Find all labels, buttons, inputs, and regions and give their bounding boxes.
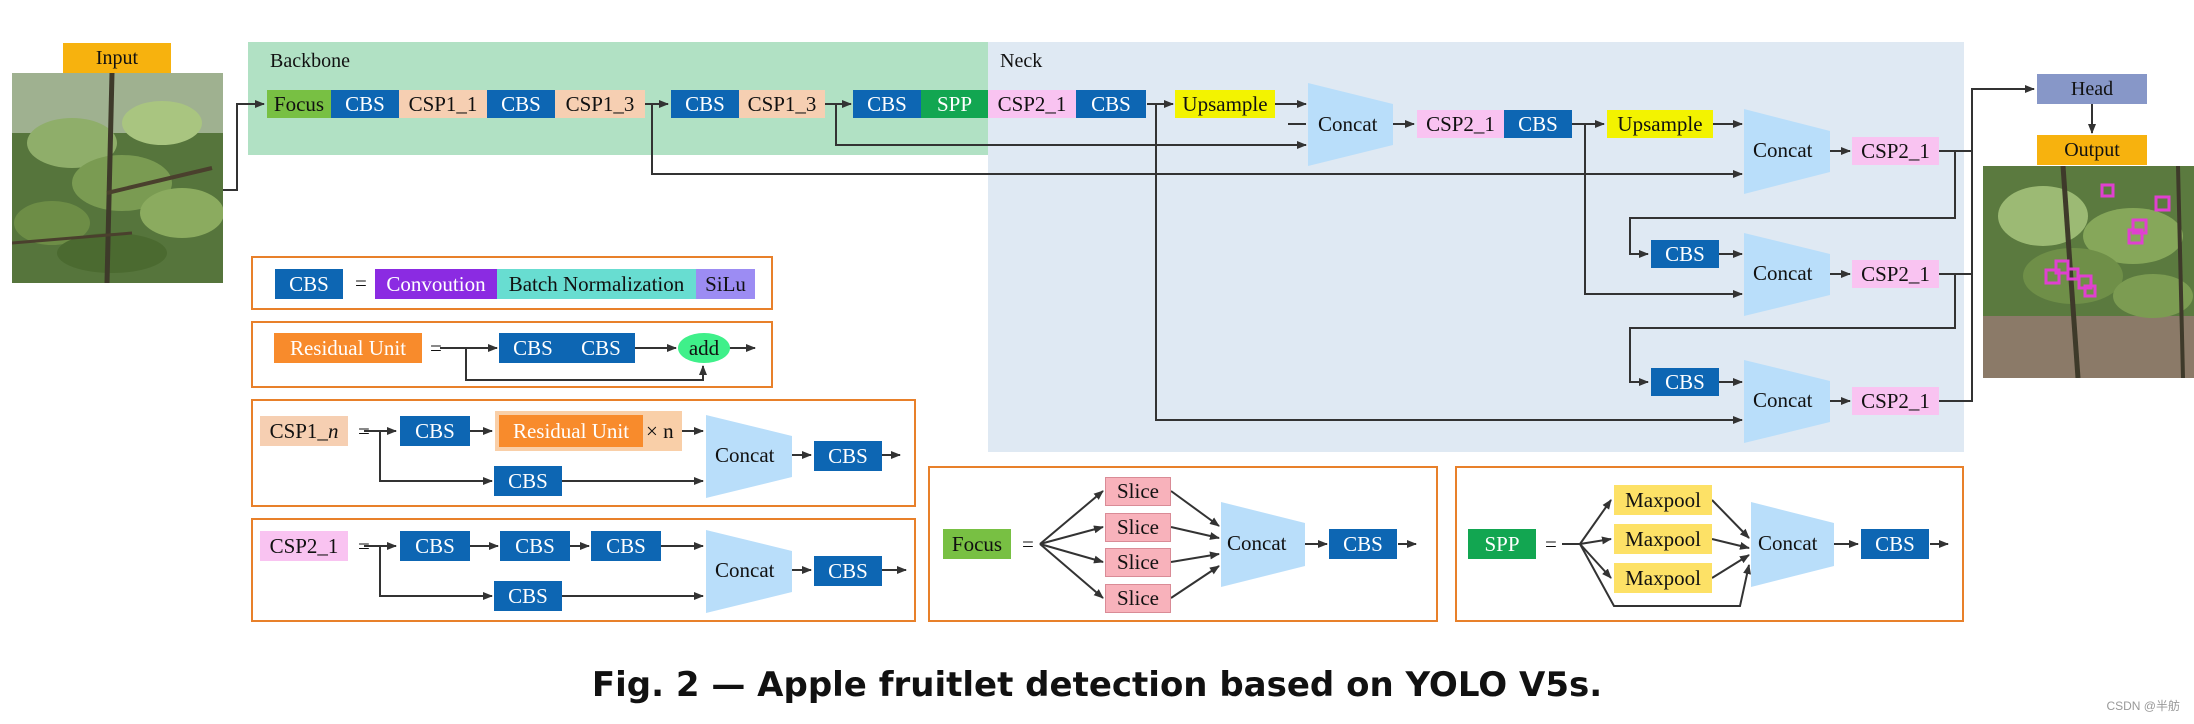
cbs-block: CBS: [671, 90, 739, 118]
maxpool-block: Maxpool: [1614, 485, 1712, 515]
spp-block: SPP: [921, 90, 988, 118]
maxpool-block: Maxpool: [1614, 563, 1712, 593]
residual-unit-block: Residual Unit: [274, 333, 422, 363]
csp2-1-block: CSP2_1: [1852, 137, 1939, 165]
residual-unit-block: Residual Unit: [499, 415, 643, 447]
equals-sign: =: [355, 271, 367, 295]
cbs-block: CBS: [494, 581, 562, 611]
equals-sign: =: [430, 336, 442, 360]
residual-unit-times-n: Residual Unit × n: [495, 411, 682, 451]
csp2-1-block: CSP2_1: [988, 90, 1076, 118]
concat-label: Concat: [715, 558, 775, 582]
csp1-3-block: CSP1_3: [739, 90, 825, 118]
concat-label: Concat: [1753, 261, 1813, 285]
maxpool-block: Maxpool: [1614, 524, 1712, 554]
cbs-block: CBS: [1861, 529, 1929, 559]
equals-sign: =: [358, 534, 370, 558]
spp-block: SPP: [1468, 529, 1536, 559]
concat-shape: [1744, 360, 1830, 443]
csp1-n-block: CSP1_n: [260, 416, 348, 446]
focus-block: Focus: [267, 90, 331, 118]
equals-sign: =: [358, 419, 370, 443]
legend-cbs: [251, 256, 773, 310]
cbs-block: CBS: [1076, 90, 1146, 118]
cbs-block: CBS: [499, 333, 567, 363]
equals-sign: =: [1545, 532, 1557, 556]
add-node: add: [678, 333, 730, 363]
cbs-block: CBS: [487, 90, 555, 118]
concat-shape: [1751, 502, 1834, 587]
csp2-1-block: CSP2_1: [1852, 387, 1939, 415]
cbs-block: CBS: [494, 466, 562, 496]
cbs-block: CBS: [1651, 240, 1719, 268]
concat-label: Concat: [1753, 138, 1813, 162]
backbone-label: Backbone: [270, 50, 350, 72]
cbs-block: CBS: [1504, 110, 1572, 138]
watermark: CSDN @半舫: [2106, 699, 2180, 713]
csp1-n-suffix: n: [327, 418, 339, 443]
slice-block: Slice: [1105, 548, 1171, 577]
input-label: Input: [63, 43, 171, 73]
concat-label: Concat: [1227, 531, 1287, 555]
concat-shape: [1308, 83, 1393, 166]
upsample-block: Upsample: [1607, 110, 1713, 138]
concat-label: Concat: [1318, 112, 1378, 136]
upsample-block: Upsample: [1175, 90, 1275, 118]
cbs-block: CBS: [567, 333, 635, 363]
legend-residual-unit: [251, 321, 773, 388]
cbs-block: CBS: [814, 556, 882, 586]
times-n-label: × n: [646, 419, 674, 443]
concat-shape: [1744, 233, 1830, 316]
csp2-1-block: CSP2_1: [1417, 110, 1504, 138]
output-image: [1983, 166, 2194, 378]
concat-label: Concat: [1753, 388, 1813, 412]
concat-shape: [706, 415, 792, 498]
detection-boxes: [2044, 183, 2171, 298]
convolution-block: Convoution: [375, 269, 497, 299]
legend-csp1-n: [251, 399, 916, 507]
csp2-1-block: CSP2_1: [260, 531, 348, 561]
neck-label: Neck: [1000, 50, 1043, 72]
equals-sign: =: [1022, 532, 1034, 556]
input-image: [12, 73, 223, 283]
csp1-3-block: CSP1_3: [555, 90, 645, 118]
cbs-block: CBS: [331, 90, 399, 118]
concat-shape: [706, 530, 792, 613]
cbs-block: CBS: [1651, 368, 1719, 396]
concat-shape: [1221, 502, 1305, 587]
cbs-block: CBS: [275, 269, 343, 299]
concat-shape: [1744, 109, 1830, 194]
figure-caption: Fig. 2 — Apple fruitlet detection based …: [591, 665, 1603, 705]
legend-spp: [1455, 466, 1964, 622]
silu-block: SiLu: [696, 269, 755, 299]
cbs-block: CBS: [1329, 529, 1397, 559]
legend-csp2-1: [251, 518, 916, 622]
csp1-n-prefix: CSP1_: [269, 418, 328, 443]
output-label: Output: [2037, 135, 2147, 165]
cbs-block: CBS: [500, 531, 570, 561]
legend-focus: [928, 466, 1438, 622]
cbs-block: CBS: [853, 90, 921, 118]
head-block: Head: [2037, 74, 2147, 104]
slice-block: Slice: [1105, 584, 1171, 613]
slice-block: Slice: [1105, 477, 1171, 506]
csp2-1-block: CSP2_1: [1852, 260, 1939, 288]
concat-label: Concat: [1758, 531, 1818, 555]
batch-norm-block: Batch Normalization: [497, 269, 696, 299]
cbs-block: CBS: [814, 441, 882, 471]
csp1-1-block: CSP1_1: [399, 90, 487, 118]
cbs-block: CBS: [400, 531, 470, 561]
cbs-block: CBS: [400, 416, 470, 446]
concat-label: Concat: [715, 443, 775, 467]
focus-block: Focus: [943, 529, 1011, 559]
slice-block: Slice: [1105, 513, 1171, 542]
cbs-block: CBS: [591, 531, 661, 561]
